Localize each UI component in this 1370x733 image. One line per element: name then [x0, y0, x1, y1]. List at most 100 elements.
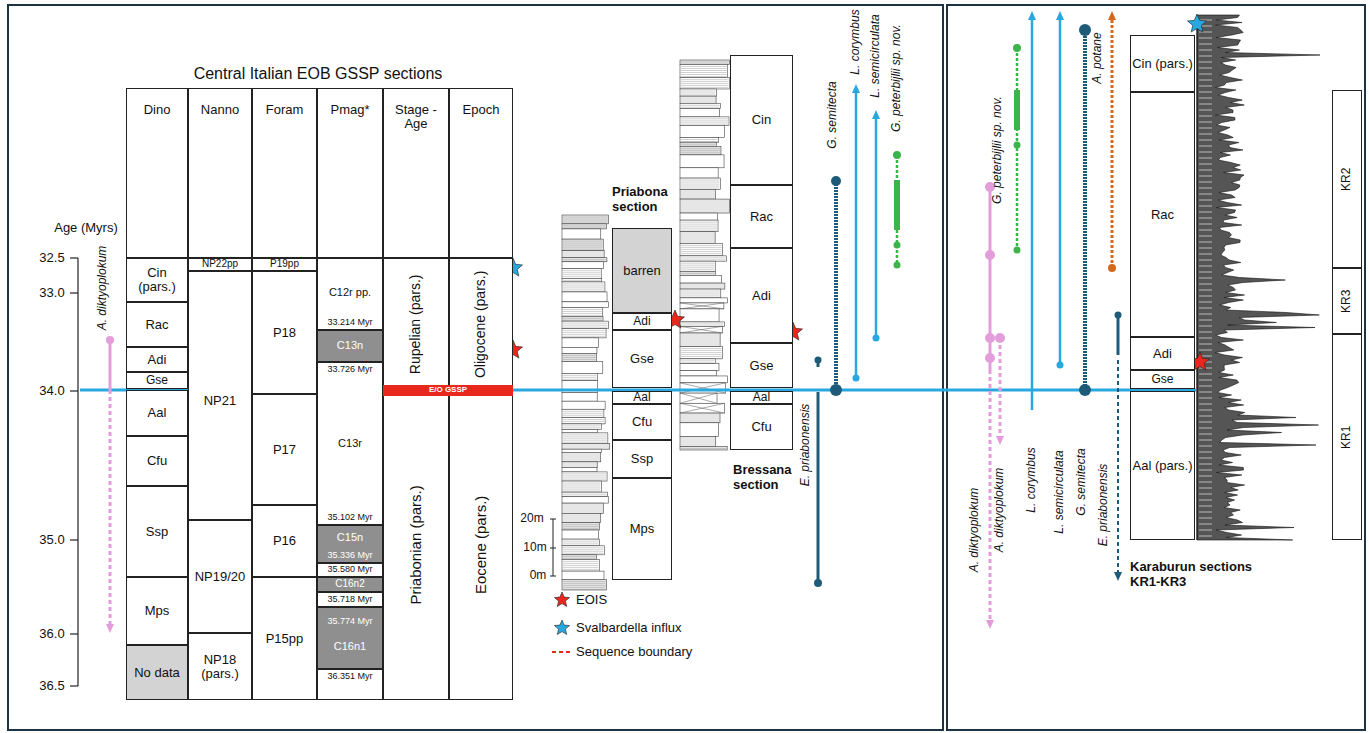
log-texture [1199, 182, 1212, 183]
log-texture [681, 85, 728, 86]
range-line [1031, 20, 1034, 410]
log-bed [562, 546, 604, 555]
log-texture [1199, 440, 1212, 441]
log-texture [563, 270, 600, 271]
log-texture [563, 475, 606, 476]
log-texture [563, 421, 604, 422]
log-texture [681, 62, 728, 63]
text-label: 34.0 [39, 384, 64, 399]
log-bed [680, 199, 729, 213]
log-texture [563, 359, 596, 360]
lithology-log [1197, 15, 1320, 540]
log-bed [680, 243, 723, 255]
range-arrow [872, 110, 880, 119]
zone-box: Cin (pars.) [126, 258, 188, 302]
zone-label: Cfu [751, 420, 771, 434]
log-bed [680, 326, 722, 333]
log-texture [681, 273, 714, 274]
text-label: Karaburun sections KR1-KR3 [1130, 560, 1260, 590]
log-texture [1199, 452, 1212, 453]
zone-box: Cin (pars.) [1130, 35, 1195, 92]
taxon-label: L. semicirculata [1053, 450, 1067, 533]
log-bed [680, 189, 715, 199]
log-bed [680, 303, 724, 309]
log-texture [563, 330, 605, 331]
zone-label: Gse [146, 374, 168, 387]
log-bed [680, 298, 727, 303]
log-bed [680, 261, 715, 271]
log-texture [1199, 110, 1212, 111]
log-texture [681, 247, 722, 248]
log-bed [562, 418, 605, 424]
log-texture [563, 411, 603, 412]
log-texture [681, 70, 727, 71]
log-texture [1199, 206, 1212, 207]
log-texture [681, 265, 714, 266]
log-texture [1199, 278, 1212, 279]
log-texture [680, 393, 717, 403]
zone-label: Adi [633, 315, 650, 328]
log-bed [562, 251, 604, 258]
log-bed [562, 282, 605, 292]
log-texture [563, 309, 602, 310]
log-texture [1199, 416, 1212, 417]
zone-box: 36.351 Myr [317, 669, 383, 700]
zone-label: Cfu [147, 454, 167, 468]
log-bed [562, 262, 604, 269]
log-bed [562, 481, 601, 492]
log-texture [563, 217, 608, 218]
log-texture [681, 350, 721, 351]
taxon-label: A. diktyoplokum [968, 488, 982, 573]
log-texture [681, 107, 719, 108]
log-texture [681, 188, 719, 189]
range-line [1059, 20, 1062, 365]
zone-label: Priabonian (pars.) [408, 485, 424, 604]
log-texture [563, 487, 600, 488]
zone-box: Gse [126, 372, 188, 389]
log-texture [681, 68, 727, 69]
zone-box: Stage - Age [383, 88, 449, 258]
log-texture [563, 318, 602, 319]
log-texture [563, 357, 596, 358]
zone-box: Gse [612, 330, 672, 388]
log-texture [563, 315, 602, 316]
log-bed [680, 403, 724, 413]
zone-label: 35.580 Myr [327, 565, 372, 574]
log-texture [681, 66, 727, 67]
range-dot [873, 335, 880, 342]
zone-label: NP19/20 [195, 570, 246, 584]
zone-label: NP22pp [202, 259, 238, 270]
log-texture [681, 186, 719, 187]
log-texture [563, 355, 596, 356]
zone-label: P18 [273, 326, 296, 340]
zone-label: Rupelian (pars.) [409, 274, 424, 374]
log-texture [681, 92, 715, 93]
log-bed [680, 138, 719, 143]
zone-label: Cfu [632, 415, 652, 429]
log-bed [680, 383, 726, 393]
zone-label: NP21 [204, 394, 237, 408]
log-texture [563, 225, 606, 226]
log-texture [1199, 50, 1212, 51]
range-dot [106, 336, 114, 344]
zone-box: C15n35.336 Myr [317, 525, 383, 563]
zone-label: Rac [145, 318, 168, 332]
range-arrow [1056, 11, 1064, 20]
zone-box: Ssp [612, 440, 672, 478]
zone-label: Mps [145, 604, 170, 618]
log-texture [681, 144, 715, 145]
range-dot [985, 333, 995, 343]
log-texture [1199, 338, 1212, 339]
log-texture [680, 383, 726, 393]
zone-box: NP18 (pars.) [188, 633, 252, 700]
zone-box: Cfu [730, 404, 793, 450]
log-texture [681, 291, 720, 292]
log-texture [563, 549, 603, 550]
zone-label: Eocene (pars.) [473, 496, 489, 594]
log-texture [1199, 86, 1212, 87]
log-texture [681, 148, 720, 149]
log-texture [681, 360, 714, 361]
zone-label: 35.336 Myr [327, 551, 372, 560]
log-texture [563, 556, 596, 557]
